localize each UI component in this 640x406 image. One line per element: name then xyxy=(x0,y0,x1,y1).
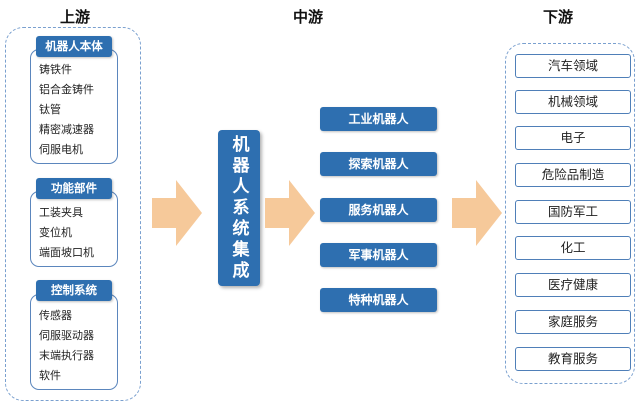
downstream-item: 机械领域 xyxy=(515,90,631,114)
system-integration-box: 机器人系统集成 xyxy=(218,130,260,286)
flow-arrow-icon xyxy=(265,180,315,246)
midstream-item: 探索机器人 xyxy=(320,152,437,176)
downstream-item: 家庭服务 xyxy=(515,310,631,334)
downstream-item: 化工 xyxy=(515,236,631,260)
downstream-title: 下游 xyxy=(542,8,573,26)
list-item: 铝合金铸件 xyxy=(39,83,94,96)
upstream-group-2-list: 工装夹具 变位机 端面坡口机 xyxy=(31,192,117,263)
list-item: 变位机 xyxy=(39,226,72,239)
midstream-item: 服务机器人 xyxy=(320,198,437,222)
flow-arrow-icon xyxy=(452,180,502,246)
list-item: 软件 xyxy=(39,369,61,382)
list-item: 传感器 xyxy=(39,309,72,322)
list-item: 端面坡口机 xyxy=(39,246,94,259)
midstream-item: 军事机器人 xyxy=(320,243,437,267)
list-item: 末端执行器 xyxy=(39,349,94,362)
upstream-group-3-list: 传感器 伺服驱动器 末端执行器 软件 xyxy=(31,295,117,386)
midstream-item: 工业机器人 xyxy=(320,107,437,131)
downstream-item: 教育服务 xyxy=(515,347,631,371)
upstream-group-2-header: 功能部件 xyxy=(36,178,112,199)
upstream-group-2-box: 工装夹具 变位机 端面坡口机 xyxy=(30,191,118,267)
midstream-title: 中游 xyxy=(292,8,323,26)
list-item: 精密减速器 xyxy=(39,123,94,136)
list-item: 工装夹具 xyxy=(39,206,83,219)
system-integration-label: 机器人系统集成 xyxy=(228,134,249,282)
upstream-group-1-header: 机器人本体 xyxy=(36,36,112,57)
list-item: 伺服电机 xyxy=(39,143,83,156)
list-item: 铸铁件 xyxy=(39,63,72,76)
midstream-item: 特种机器人 xyxy=(320,288,437,312)
downstream-item: 汽车领域 xyxy=(515,54,631,78)
downstream-item: 国防军工 xyxy=(515,200,631,224)
flow-arrow-icon xyxy=(152,180,202,246)
downstream-item: 电子 xyxy=(515,126,631,150)
list-item: 钛管 xyxy=(39,103,61,116)
downstream-item: 危险品制造 xyxy=(515,163,631,187)
upstream-title: 上游 xyxy=(59,8,90,26)
upstream-group-3-header: 控制系统 xyxy=(36,280,112,301)
list-item: 伺服驱动器 xyxy=(39,329,94,342)
upstream-group-3-box: 传感器 伺服驱动器 末端执行器 软件 xyxy=(30,294,118,390)
upstream-group-1-list: 铸铁件 铝合金铸件 钛管 精密减速器 伺服电机 xyxy=(31,50,117,160)
upstream-group-1-box: 铸铁件 铝合金铸件 钛管 精密减速器 伺服电机 xyxy=(30,49,118,164)
downstream-item: 医疗健康 xyxy=(515,273,631,297)
